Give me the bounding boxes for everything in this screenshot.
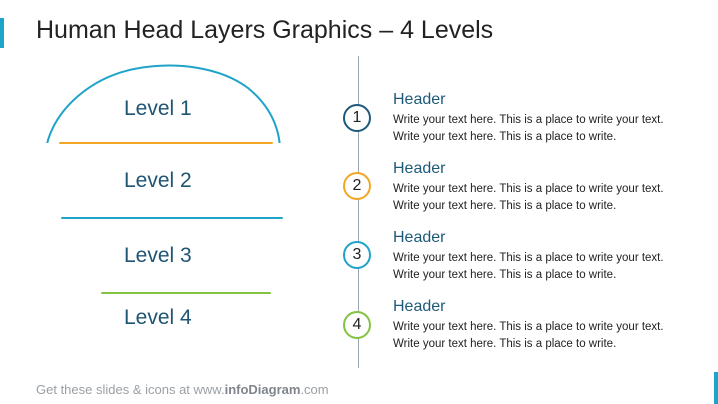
step-3-text: Write your text here. This is a place to… <box>393 252 664 281</box>
step-4-circle: 4 <box>343 311 371 339</box>
level-2-label: Level 2 <box>124 169 192 192</box>
left-accent-bar <box>0 18 4 48</box>
step-1-header: Header <box>393 91 446 108</box>
slide-title: Human Head Layers Graphics – 4 Levels <box>36 16 494 44</box>
footer-brand: infoDiagram <box>224 382 301 397</box>
step-3-circle: 3 <box>343 241 371 269</box>
right-accent-bar <box>714 372 718 404</box>
step-2-circle: 2 <box>343 172 371 200</box>
footer-credit: Get these slides & icons at www.infoDiag… <box>36 382 329 397</box>
step-1-circle: 1 <box>343 104 371 132</box>
level-3-label: Level 3 <box>124 244 192 267</box>
level-4-label: Level 4 <box>124 306 192 329</box>
footer-suffix: .com <box>300 382 329 397</box>
step-4-text: Write your text here. This is a place to… <box>393 321 664 350</box>
step-4-header: Header <box>393 298 446 315</box>
level-1-label: Level 1 <box>124 97 192 120</box>
footer-prefix: Get these slides & icons at www. <box>36 382 225 397</box>
timeline-line <box>358 56 359 368</box>
step-2-text: Write your text here. This is a place to… <box>393 183 664 212</box>
step-2-header: Header <box>393 160 446 177</box>
step-1-text: Write your text here. This is a place to… <box>393 114 664 143</box>
step-3-header: Header <box>393 229 446 246</box>
